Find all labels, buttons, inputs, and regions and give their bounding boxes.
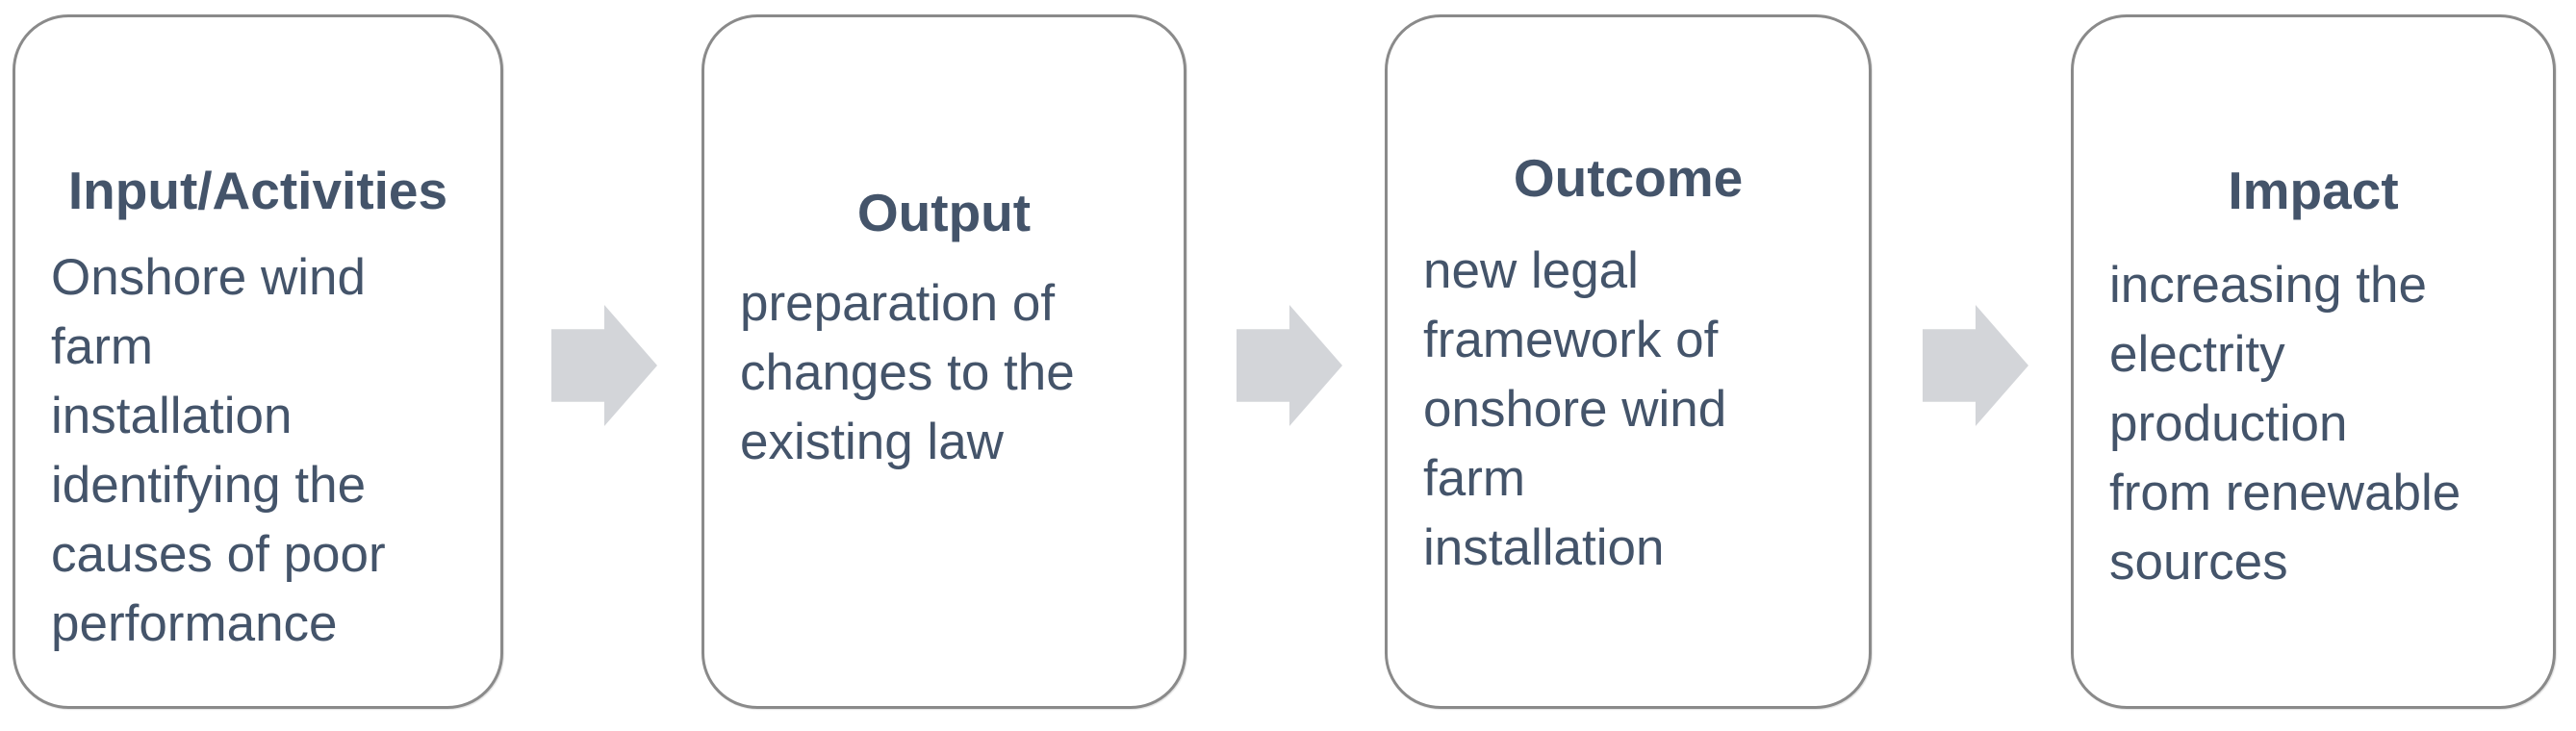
right-block-arrow-icon [551,305,657,426]
step-box-outcome: Outcome new legal framework of onshore w… [1385,14,1872,709]
step-title: Input/Activities [67,161,448,220]
step-title: Impact [2228,161,2399,220]
step-body-text: Onshore wind farm installation identifyi… [51,249,386,652]
step-body-text: preparation of changes to the existing l… [740,275,1075,470]
step-box-input-activities: Input/Activities Onshore wind farm insta… [13,14,503,709]
step-box-impact: Impact increasing the electrity producti… [2071,14,2556,709]
step-title: Output [856,183,1032,242]
step-title: Outcome [1513,148,1744,208]
step-body-text: new legal framework of onshore wind farm… [1423,242,1727,576]
step-box-output: Output preparation of changes to the exi… [701,14,1186,709]
right-block-arrow-icon [1923,305,2028,426]
step-body-text: increasing the electrity production from… [2109,257,2461,591]
right-block-arrow-icon [1237,305,1342,426]
